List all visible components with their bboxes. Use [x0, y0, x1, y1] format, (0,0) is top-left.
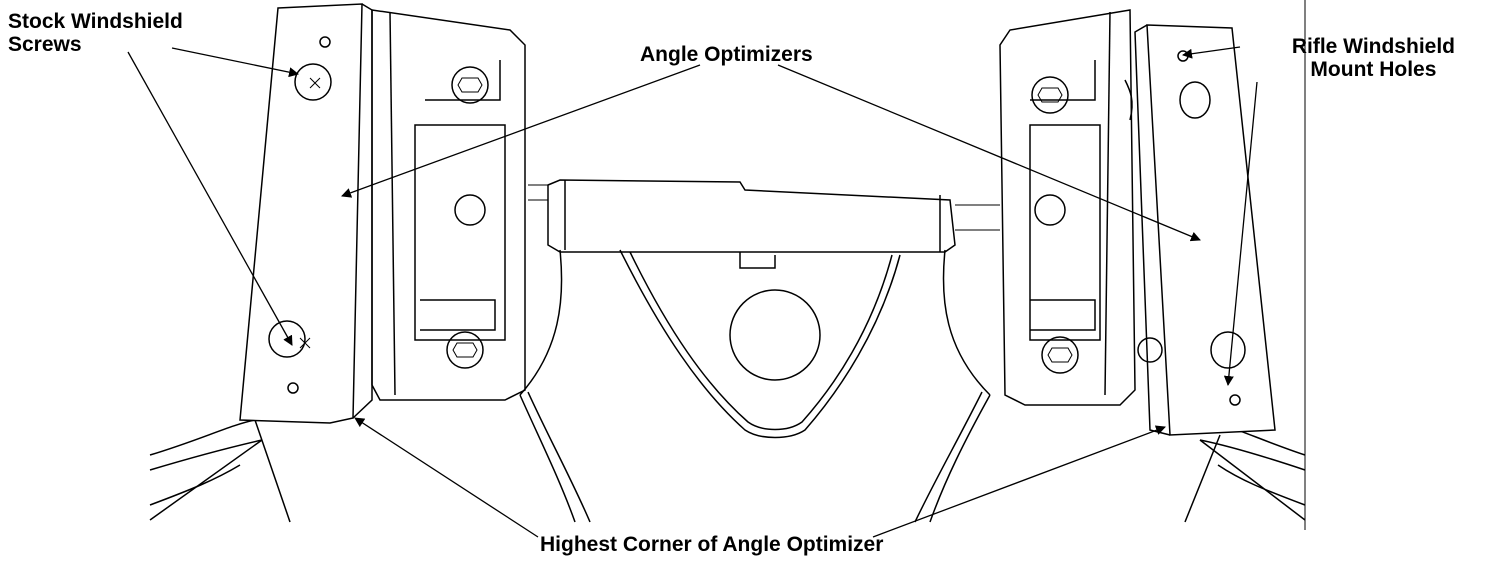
- stock-windshield-screws-label: Stock Windshield Screws: [8, 10, 183, 56]
- angle-optimizers-label: Angle Optimizers: [640, 43, 813, 66]
- rifle-windshield-mount-holes-label: Rifle Windshield Mount Holes: [1292, 35, 1455, 81]
- left-bracket: [371, 9, 526, 401]
- stock-label-line1: Stock Windshield: [8, 10, 183, 33]
- center-housing: [528, 179, 1000, 439]
- right-bracket: [999, 9, 1163, 406]
- highest-corner-label: Highest Corner of Angle Optimizer: [540, 533, 884, 556]
- left-angle-optimizer: [239, 3, 373, 424]
- rifle-label-line2: Mount Holes: [1310, 58, 1437, 81]
- fairing-body: [149, 249, 1306, 523]
- stock-screw-top: [294, 63, 332, 101]
- stock-label-line2: Screws: [8, 33, 82, 56]
- rifle-label-line1: Rifle Windshield: [1291, 35, 1455, 58]
- leader-lines: [127, 46, 1258, 538]
- right-angle-optimizer: [1134, 24, 1276, 436]
